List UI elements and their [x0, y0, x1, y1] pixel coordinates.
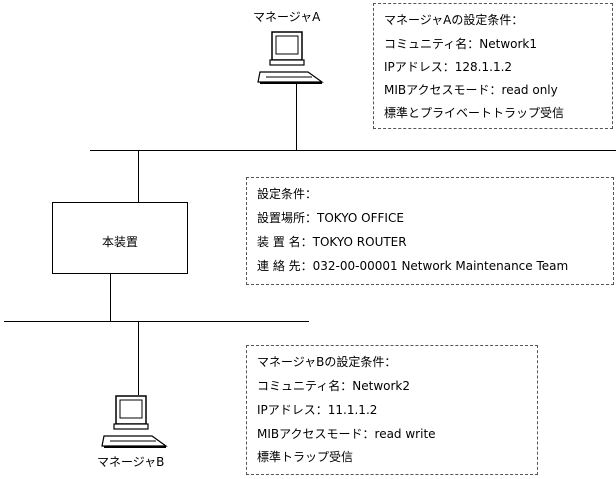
manager-a-note-line: 標準とプライベートトラップ受信: [384, 106, 565, 120]
manager-b-settings-note: マネージャBの設定条件： コミュニティ名：Network2 IPアドレス：11.…: [246, 345, 538, 475]
device-lower-connector: [110, 274, 111, 321]
device-box: 本装置: [52, 202, 188, 274]
device-note-line: 連 絡 先：032-00-00001 Network Maintenance T…: [257, 259, 569, 273]
manager-b-computer-icon: [101, 395, 168, 448]
manager-a-drop-line: [296, 84, 297, 150]
manager-a-note-line: IPアドレス：128.1.1.2: [384, 60, 513, 74]
manager-b-drop-line: [138, 321, 139, 395]
device-upper-connector: [138, 150, 139, 202]
manager-b-note-line: IPアドレス：11.1.1.2: [257, 403, 378, 417]
device-note-line: 装 置 名：TOKYO ROUTER: [257, 235, 407, 249]
manager-b-note-line: MIBアクセスモード：read write: [257, 427, 436, 441]
manager-a-settings-note: マネージャAの設定条件： コミュニティ名：Network1 IPアドレス：128…: [373, 3, 613, 129]
manager-a-note-line: MIBアクセスモード：read only: [384, 83, 558, 97]
manager-a-note-line: マネージャAの設定条件：: [384, 13, 524, 27]
lower-network-bus: [4, 321, 309, 322]
manager-a-note-line: コミュニティ名：Network1: [384, 37, 538, 51]
upper-network-bus: [90, 150, 616, 151]
manager-b-label: マネージャB: [97, 455, 165, 469]
device-settings-note: 設定条件： 設置場所：TOKYO OFFICE 装 置 名：TOKYO ROUT…: [246, 177, 614, 285]
manager-b-note-line: コミュニティ名：Network2: [257, 379, 411, 393]
manager-a-label: マネージャA: [253, 10, 321, 24]
device-note-line: 設置場所：TOKYO OFFICE: [257, 211, 404, 225]
device-label: 本装置: [101, 235, 138, 249]
manager-b-note-line: マネージャBの設定条件：: [257, 355, 397, 369]
device-note-line: 設定条件：: [257, 187, 318, 201]
manager-b-note-line: 標準トラップ受信: [257, 450, 354, 464]
manager-a-computer-icon: [257, 31, 324, 84]
